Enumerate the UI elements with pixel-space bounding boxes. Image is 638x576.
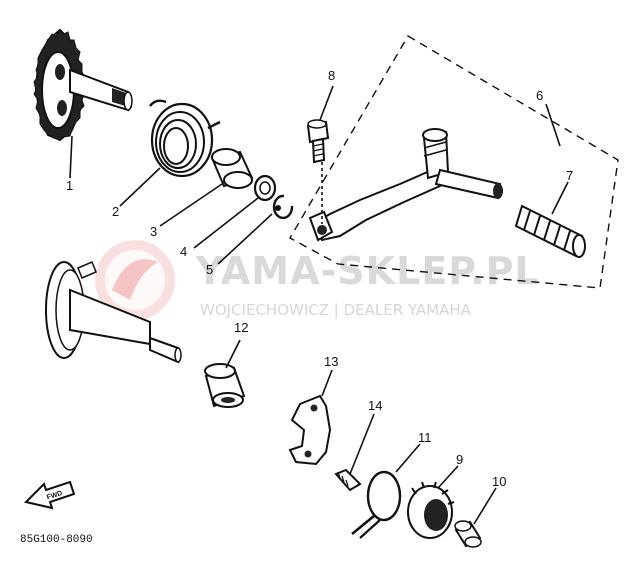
callout-14: 14: [368, 398, 382, 413]
fwd-arrow: FWD: [24, 480, 76, 510]
part-13-guide-plate: [288, 394, 332, 466]
part-10-collar: [454, 520, 482, 548]
watermark-dealer: WOJCIECHOWICZ | DEALER YAMAHA: [200, 301, 472, 319]
part-3-collar: [210, 148, 254, 189]
callout-11: 11: [418, 430, 432, 445]
part-14-screw: [334, 468, 362, 492]
callout-12: 12: [234, 320, 248, 335]
callout-8: 8: [328, 68, 335, 83]
callout-13: 13: [324, 354, 338, 369]
part-8-bolt: [306, 119, 330, 164]
part-4-washer: [253, 174, 277, 202]
part-2-spring: [149, 99, 221, 178]
callout-labels: 1 2 3 4 5 6 7 8 9 10 11 12 13 14: [66, 68, 573, 489]
leader-lines: [69, 85, 569, 525]
watermark-logo: [95, 240, 175, 320]
part-12-bushing: [204, 363, 246, 408]
callout-5: 5: [206, 262, 213, 277]
part-7-grip: [514, 204, 586, 258]
part-5-circlip: [272, 194, 294, 220]
callout-4: 4: [180, 244, 187, 259]
watermark: YAMA-SKLEP.PL WOJCIECHOWICZ | DEALER YAM…: [95, 240, 540, 320]
callout-7: 7: [566, 168, 573, 183]
callout-3: 3: [150, 224, 157, 239]
callout-2: 2: [112, 204, 119, 219]
callout-9: 9: [456, 452, 463, 467]
callout-10: 10: [492, 474, 506, 489]
part-1-kick-gear: [33, 28, 133, 142]
fwd-label: FWD: [46, 490, 63, 502]
part-9-gear: [407, 481, 455, 539]
watermark-brand: YAMA-SKLEP.PL: [195, 249, 540, 293]
part-11-clip: [351, 470, 402, 539]
part-6-kick-lever-assembly: [289, 35, 619, 289]
callout-1: 1: [66, 178, 73, 193]
callout-6: 6: [536, 88, 543, 103]
kick-shaft: [45, 261, 182, 364]
figure-code: 85G100-8090: [20, 534, 93, 546]
